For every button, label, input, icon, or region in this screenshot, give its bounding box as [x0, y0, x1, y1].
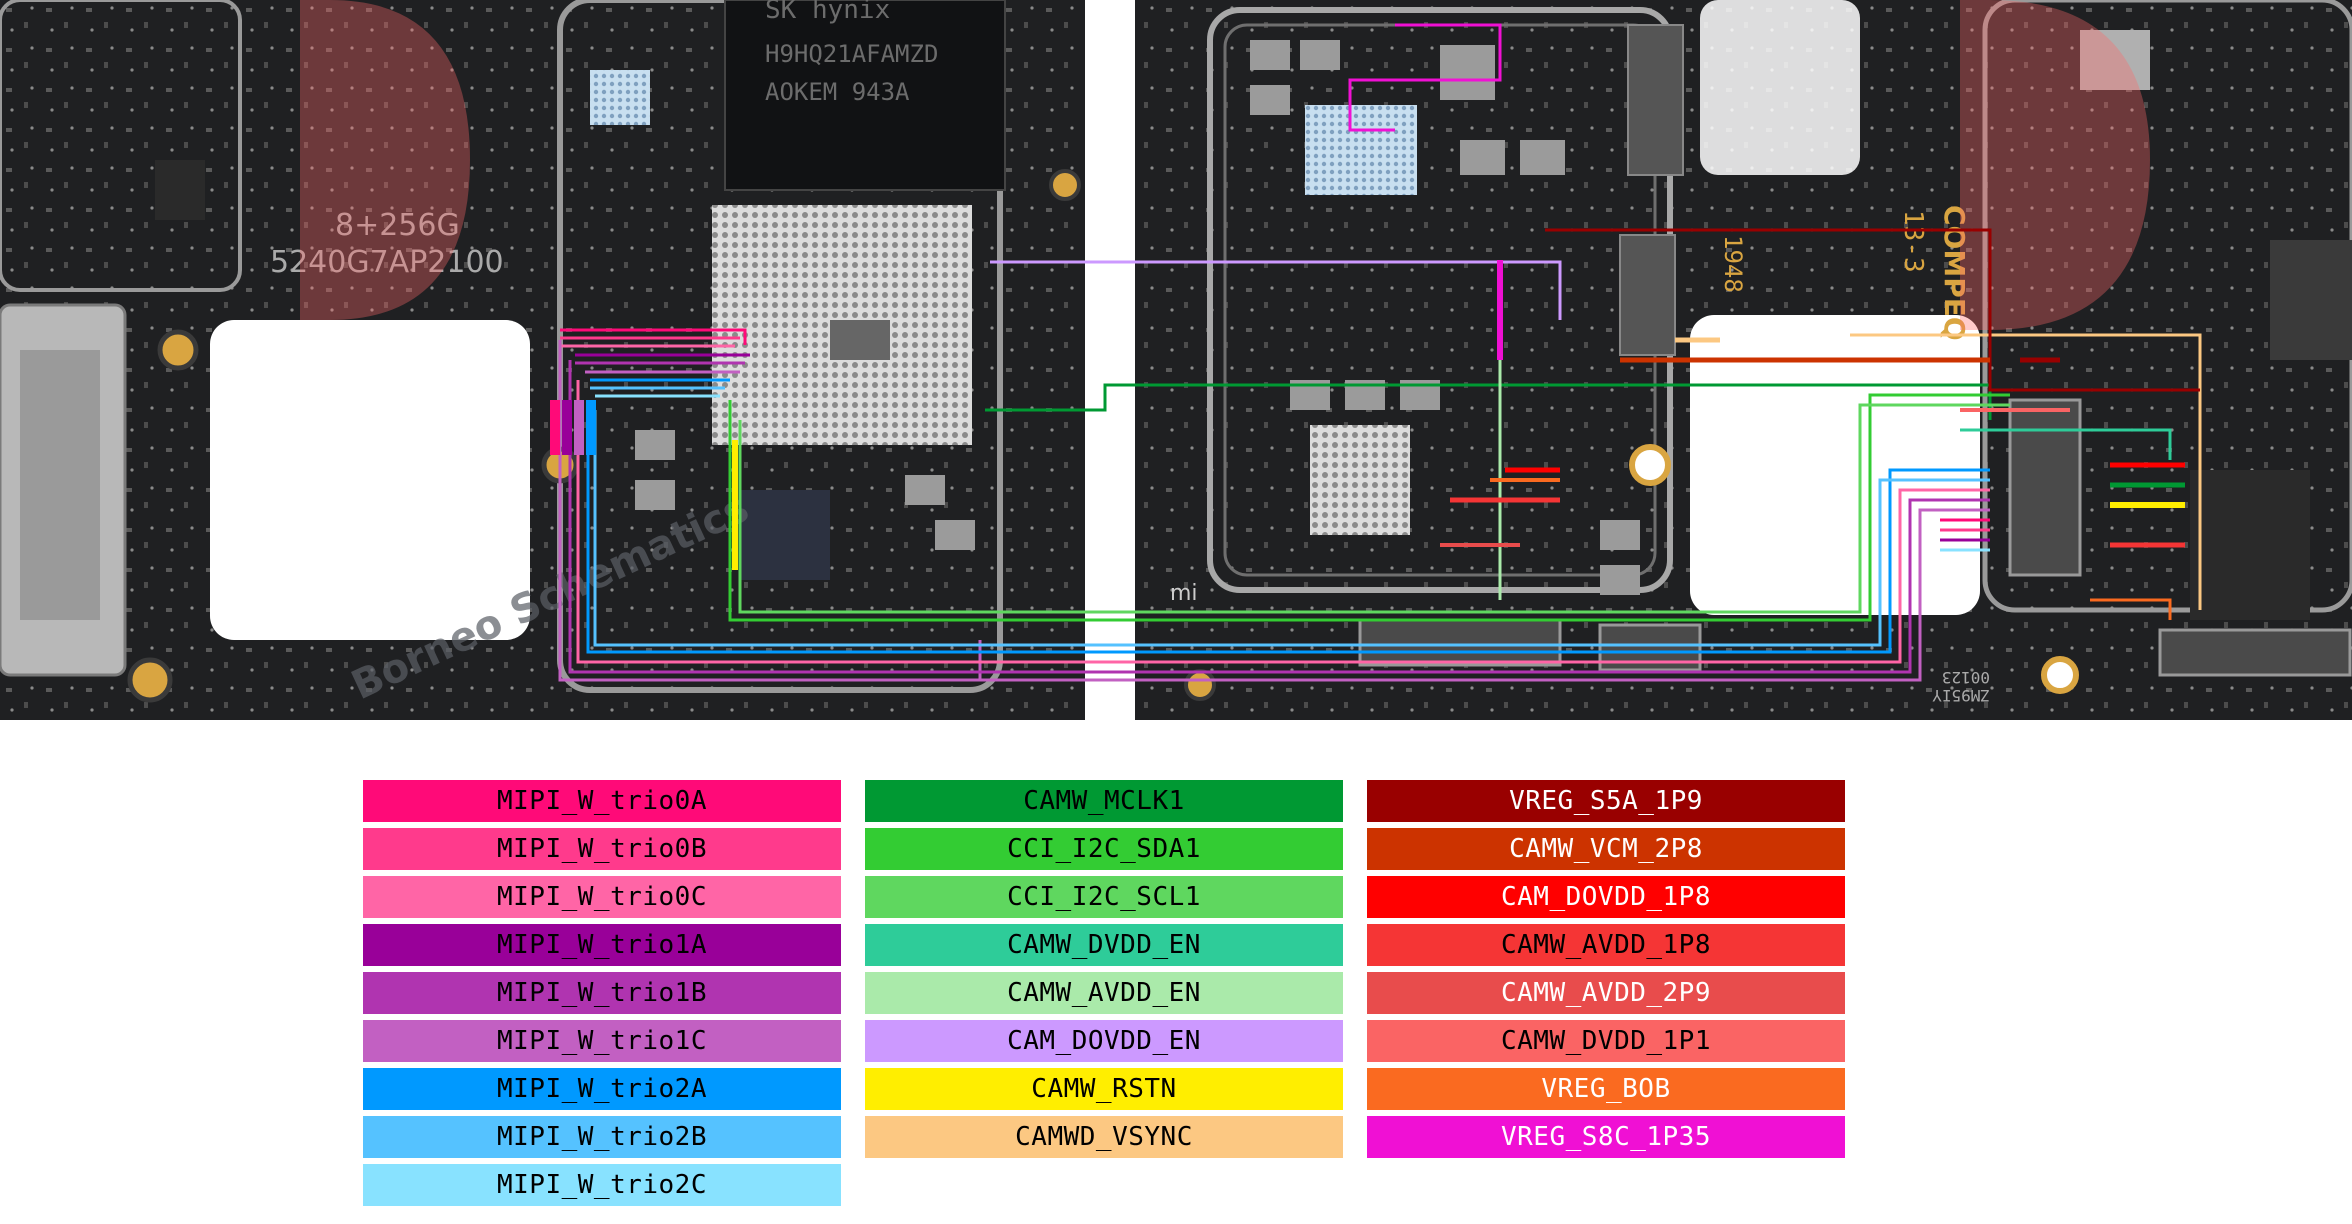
- connector: [1627, 24, 1684, 176]
- legend-item: MIPI_W_trio0B: [363, 828, 841, 870]
- chip-code-text: AOKEM 943A: [765, 78, 910, 106]
- connector: [1619, 234, 1676, 356]
- legend-item: CAM_DOVDD_EN: [865, 1020, 1343, 1062]
- legend-item: CCI_I2C_SDA1: [865, 828, 1343, 870]
- board-cutout: [1690, 315, 1980, 615]
- legend-item: CAMW_AVDD_2P9: [1367, 972, 1845, 1014]
- legend-item: CAMW_DVDD_1P1: [1367, 1020, 1845, 1062]
- legend-item: MIPI_W_trio1A: [363, 924, 841, 966]
- legend-item: CAMW_RSTN: [865, 1068, 1343, 1110]
- mount-hole: [127, 657, 173, 703]
- serial-text: ZM95IY: [1932, 686, 1990, 705]
- chip-part-text: H9HQ21AFAMZD: [765, 40, 938, 68]
- chip-brand-text: SK hynix: [765, 0, 890, 25]
- date-code-text: 1948: [1719, 235, 1747, 293]
- legend-column-mipi: MIPI_W_trio0A MIPI_W_trio0B MIPI_W_trio0C M…: [363, 780, 841, 1212]
- watermark-logo: [195, 0, 2150, 330]
- legend-item: VREG_S5A_1P9: [1367, 780, 1845, 822]
- legend-item: VREG_BOB: [1367, 1068, 1845, 1110]
- legend-item: CAMW_DVDD_EN: [865, 924, 1343, 966]
- pmic-bga-pads: [1310, 425, 1410, 535]
- connector: [1358, 618, 1562, 667]
- mount-hole: [2041, 656, 2079, 694]
- legend-item: MIPI_W_trio1B: [363, 972, 841, 1014]
- legend-item: CCI_I2C_SCL1: [865, 876, 1343, 918]
- serial-code-text: 00123: [1942, 668, 1990, 687]
- pcb-board-photo: SK hynix H9HQ21AFAMZD AOKEM 943A 8+256G …: [0, 0, 2352, 720]
- legend-item: CAMW_MCLK1: [865, 780, 1343, 822]
- camera-connector: [2008, 398, 2082, 577]
- board-code-label: 5240G7AP2100: [270, 245, 504, 280]
- legend-item: CAMWD_VSYNC: [865, 1116, 1343, 1158]
- legend-item: MIPI_W_trio2A: [363, 1068, 841, 1110]
- memory-label: 8+256G: [335, 208, 460, 243]
- legend-item: MIPI_W_trio2B: [363, 1116, 841, 1158]
- board-cutout: [1700, 0, 1860, 175]
- blue-chip: [1305, 105, 1417, 195]
- legend-item: CAMW_VCM_2P8: [1367, 828, 1845, 870]
- connector: [2158, 628, 2352, 677]
- mi-logo: mi: [1170, 581, 1198, 606]
- legend-item: MIPI_W_trio0C: [363, 876, 841, 918]
- legend-item: VREG_S8C_1P35: [1367, 1116, 1845, 1158]
- board-cutout: [210, 320, 530, 640]
- legend-item: CAMW_AVDD_1P8: [1367, 924, 1845, 966]
- mount-hole: [1629, 444, 1671, 486]
- legend-item: MIPI_W_trio2C: [363, 1164, 841, 1206]
- legend-item: MIPI_W_trio0A: [363, 780, 841, 822]
- legend-item: MIPI_W_trio1C: [363, 1020, 841, 1062]
- legend-item: CAM_DOVDD_1P8: [1367, 876, 1845, 918]
- board-rev-text: 13-3: [1898, 210, 1928, 273]
- mount-hole: [157, 329, 199, 371]
- legend-item: CAMW_AVDD_EN: [865, 972, 1343, 1014]
- manufacturer-text: COMPEQ: [1938, 205, 1971, 341]
